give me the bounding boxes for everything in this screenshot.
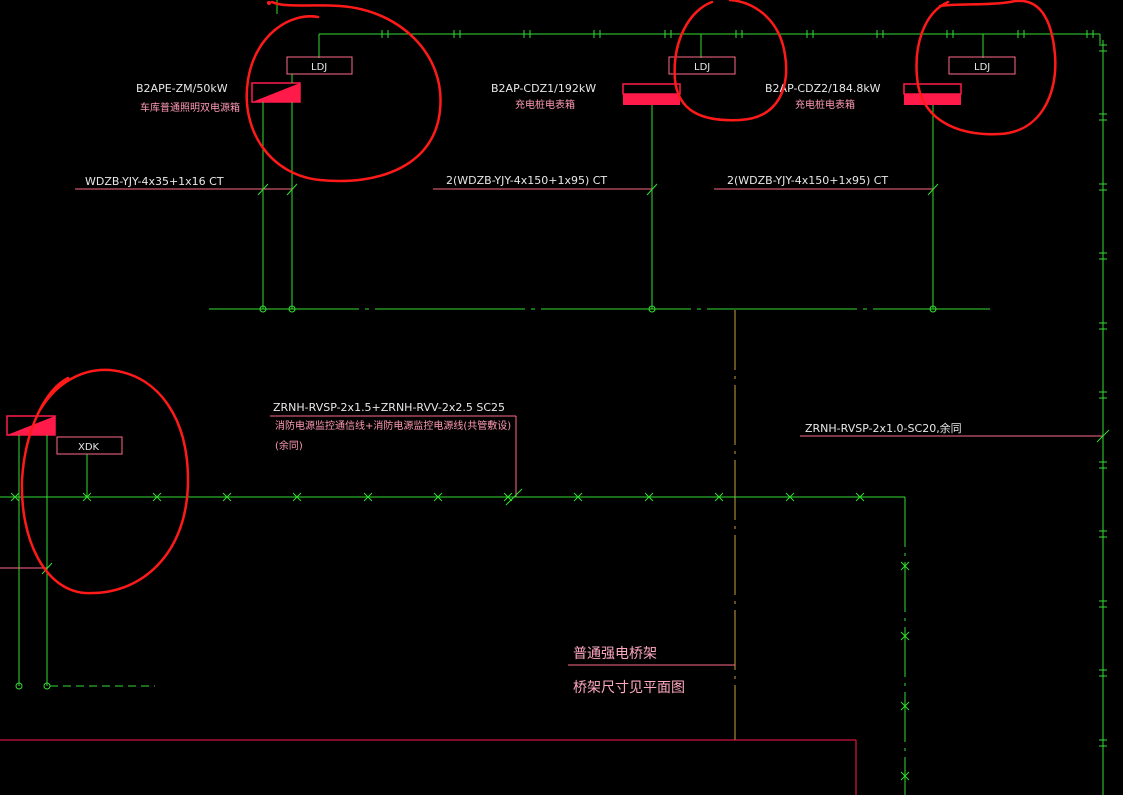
x-marker <box>433 492 443 502</box>
cable-label-1-text: WDZB-YJY-4x35+1x16 CT <box>85 175 224 188</box>
x-marker <box>855 492 865 502</box>
panel-1-box[interactable] <box>286 56 353 75</box>
cable-label-4: ZRNH-RVSP-2x1.5+ZRNH-RVV-2x2.5 SC25 消防电源… <box>270 401 523 506</box>
x-marker <box>900 701 910 711</box>
cable-label-4-line2: 消防电源监控通信线+消防电源监控电源线(共管敷设) <box>275 419 511 432</box>
panel-3-desc: 充电桩电表箱 <box>795 98 855 111</box>
x-marker <box>222 492 232 502</box>
panel-1[interactable]: B2APE-ZM/50kW 车库普通照明双电源箱 LDJ <box>136 56 353 309</box>
x-marker <box>900 561 910 571</box>
panel-2-box-label: LDJ <box>694 62 710 73</box>
middle-cable-line <box>0 496 906 795</box>
markup-circle-1 <box>245 0 442 183</box>
cable-label-4-line1: ZRNH-RVSP-2x1.5+ZRNH-RVV-2x2.5 SC25 <box>273 401 505 414</box>
wall-outline <box>0 739 857 795</box>
panel-2-box[interactable] <box>668 56 736 75</box>
panel-2[interactable]: B2AP-CDZ1/192kW 充电桩电表箱 LDJ <box>491 56 736 309</box>
cable-label-5: ZRNH-RVSP-2x1.0-SC20,余同 <box>800 421 1110 443</box>
markup-circle-3 <box>915 0 1057 136</box>
x-marker <box>363 492 373 502</box>
panel-2-symbol[interactable] <box>622 83 681 105</box>
panel-1-desc: 车库普通照明双电源箱 <box>140 101 240 114</box>
cable-label-4-line3: (余同) <box>275 439 303 452</box>
x-marker <box>10 492 20 502</box>
x-marker <box>573 492 583 502</box>
cable-label-3: 2(WDZB-YJY-4x150+1x95) CT <box>714 174 939 196</box>
cable-label-5-text: ZRNH-RVSP-2x1.0-SC20,余同 <box>805 421 962 435</box>
middle-cable-x-markers <box>10 492 910 781</box>
x-marker <box>152 492 162 502</box>
x-marker <box>900 631 910 641</box>
cable-label-2: 2(WDZB-YJY-4x150+1x95) CT <box>433 174 658 196</box>
panel-4-box[interactable] <box>56 436 123 455</box>
markup-circles <box>20 0 1057 595</box>
tray-annotation: 普通强电桥架 桥架尺寸见平面图 <box>568 646 735 696</box>
panel-3[interactable]: B2AP-CDZ2/184.8kW 充电桩电表箱 LDJ <box>765 56 1016 309</box>
tray-label-1: 普通强电桥架 <box>573 646 657 662</box>
markup-circle-4 <box>20 368 190 595</box>
x-marker <box>644 492 654 502</box>
panel-1-box-label: LDJ <box>311 62 327 73</box>
panel-3-box[interactable] <box>948 56 1016 75</box>
x-marker <box>900 771 910 781</box>
panel-1-name: B2APE-ZM/50kW <box>136 82 228 95</box>
panel-3-name: B2AP-CDZ2/184.8kW <box>765 82 881 95</box>
top-left-dot <box>267 1 271 5</box>
x-marker <box>785 492 795 502</box>
right-vertical-markers <box>1099 44 1107 747</box>
cable-label-2-text: 2(WDZB-YJY-4x150+1x95) CT <box>446 174 607 187</box>
x-marker <box>714 492 724 502</box>
markup-circle-2 <box>673 0 788 122</box>
panel-2-name: B2AP-CDZ1/192kW <box>491 82 596 95</box>
panel-3-symbol[interactable] <box>903 83 962 105</box>
cable-label-3-text: 2(WDZB-YJY-4x150+1x95) CT <box>727 174 888 187</box>
panel-2-desc: 充电桩电表箱 <box>515 98 575 111</box>
panel-3-box-label: LDJ <box>974 62 990 73</box>
panel-4-box-label: XDK <box>78 442 100 453</box>
x-marker <box>292 492 302 502</box>
top-bus-line <box>318 33 1101 58</box>
top-bus-h-markers <box>381 30 1094 38</box>
panel-4[interactable]: XDK <box>0 415 155 690</box>
lower-dashed-bus <box>209 305 990 313</box>
tray-label-2: 桥架尺寸见平面图 <box>573 680 685 696</box>
panel-1-symbol[interactable] <box>251 82 301 103</box>
cable-label-1: WDZB-YJY-4x35+1x16 CT <box>75 175 298 196</box>
x-marker <box>503 492 513 502</box>
